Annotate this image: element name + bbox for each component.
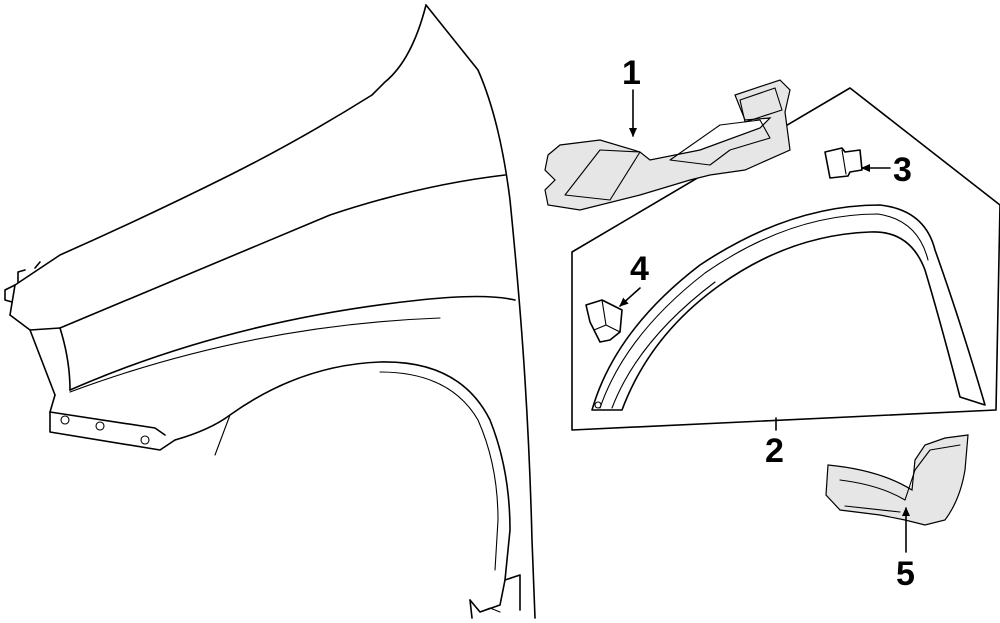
retainer-part-4	[585, 299, 623, 343]
fender-panel	[4, 4, 536, 619]
wheel-flare-part-2	[591, 204, 986, 411]
callout-arrows	[619, 89, 910, 553]
assembly-frame	[571, 87, 1000, 431]
clip-part-3	[824, 147, 863, 179]
callout-label-4: 4	[630, 250, 649, 288]
callout-arrow-4	[619, 287, 641, 307]
splash-guard-part-5	[825, 434, 969, 526]
callout-label-5: 5	[896, 555, 915, 593]
emblem-part-1	[544, 79, 791, 211]
callout-label-1: 1	[622, 54, 641, 92]
callout-label-2: 2	[765, 432, 784, 470]
callout-label-3: 3	[893, 151, 912, 189]
